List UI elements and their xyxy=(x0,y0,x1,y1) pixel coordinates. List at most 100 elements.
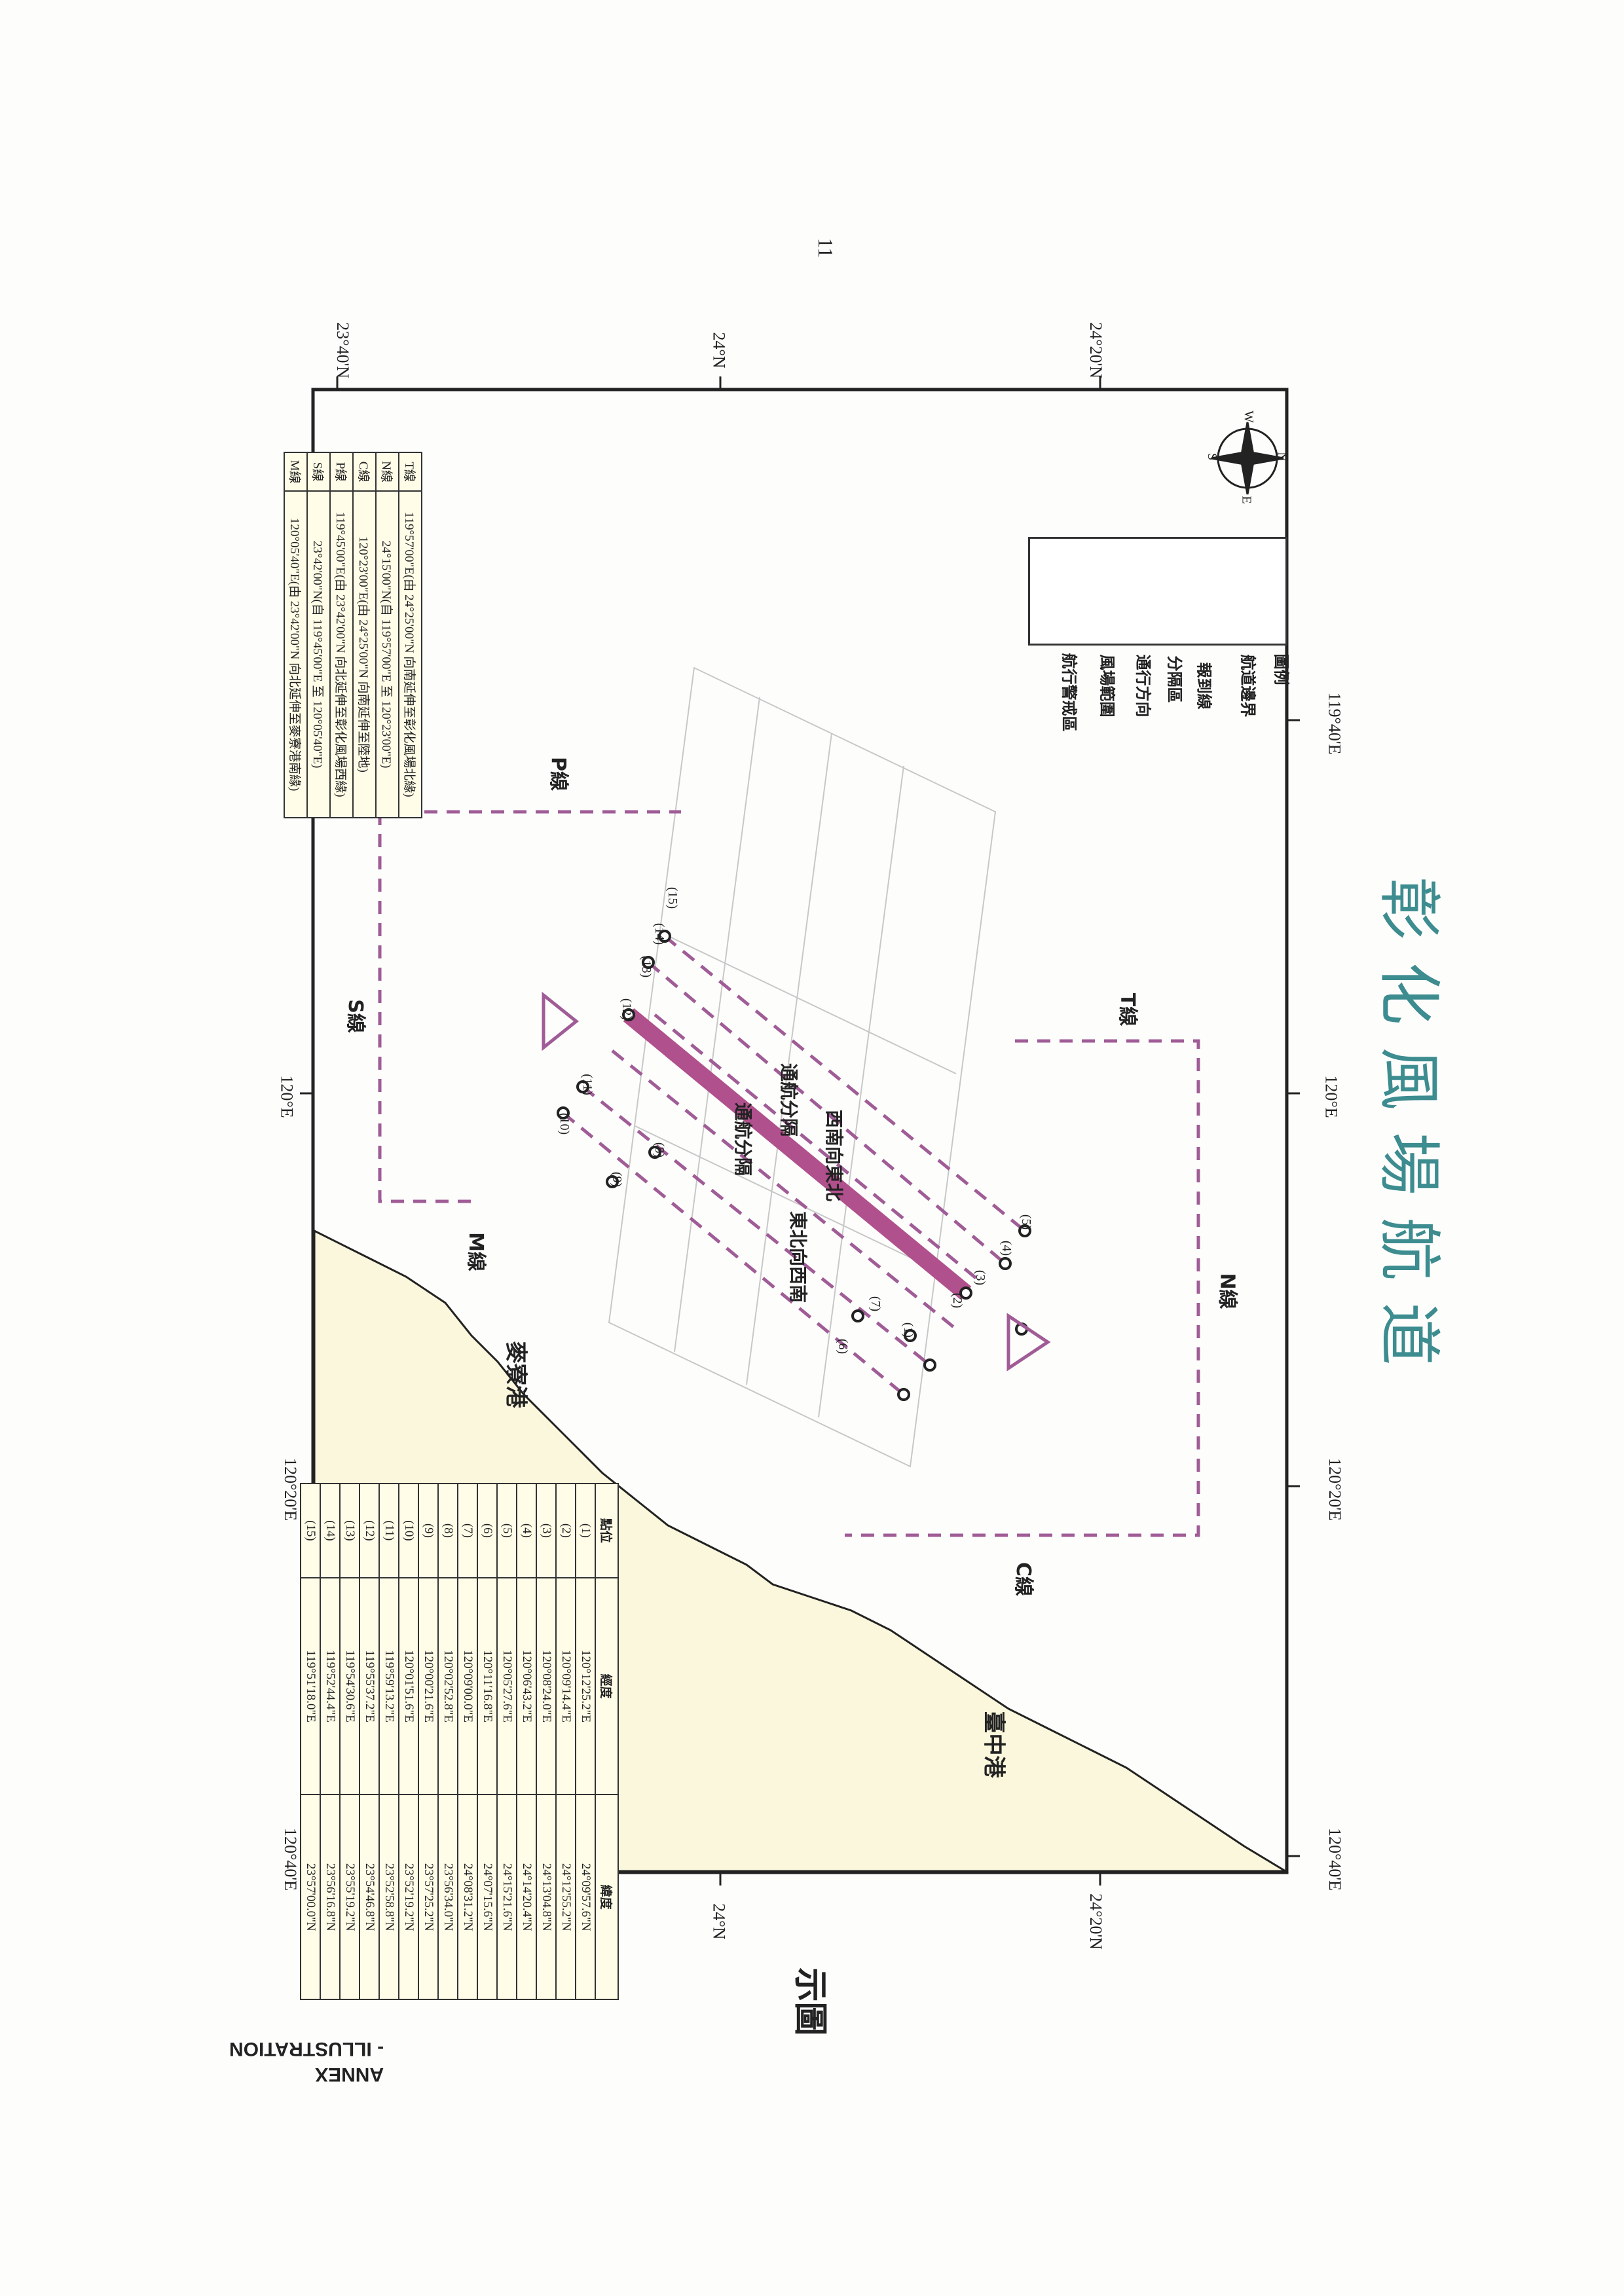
point-label-2: (2) xyxy=(950,1292,965,1309)
lon-label-right-2: 120°E xyxy=(1321,1075,1341,1118)
line-label-m: M線 xyxy=(464,1232,487,1271)
line-name: M線 xyxy=(284,452,307,492)
coord-cell-lat: 24°12'55.2"N xyxy=(556,1795,576,1999)
point-label-6: (6) xyxy=(836,1338,851,1355)
compass-s: S xyxy=(1205,452,1220,461)
line-desc: 119°45'00"E(由 23°42'00"N 向北延伸至彰化風場西緣) xyxy=(330,491,353,818)
coord-cell-lon: 120°01'51.6"E xyxy=(399,1577,418,1795)
line-label-s: S線 xyxy=(343,999,367,1033)
legend-box xyxy=(1028,537,1287,646)
legend-item-4: 通行方向 xyxy=(1134,654,1153,718)
lon-label-right-4: 120°40'E xyxy=(1325,1828,1344,1891)
legend-item-1: 航道邊界 xyxy=(1238,654,1257,718)
lat-label-bottom-2: 24°N xyxy=(709,1903,729,1940)
lat-label-bottom-1: 24°20'N xyxy=(1086,1893,1105,1950)
header-point: 點位 xyxy=(595,1484,618,1578)
coord-cell-point: (1) xyxy=(576,1484,595,1578)
line-desc: 23°42'00"N(自 119°45'00"E 至 120°05'40"E) xyxy=(307,491,330,818)
coord-cell-point: (8) xyxy=(438,1484,458,1578)
coord-cell-lat: 24°09'57.6"N xyxy=(576,1795,595,1999)
compass-w: W xyxy=(1241,410,1256,423)
port-taichung: 臺中港 xyxy=(980,1711,1007,1778)
coord-cell-point: (4) xyxy=(517,1484,536,1578)
line-name: P線 xyxy=(330,452,353,492)
line-name: N線 xyxy=(376,452,399,492)
annex-block: ANNEX - ILLUSTRATION xyxy=(229,2036,384,2087)
lat-label-top-2: 24°N xyxy=(709,332,729,369)
coord-cell-point: (10) xyxy=(399,1484,418,1578)
point-label-1: (1) xyxy=(901,1322,916,1338)
point-label-3: (3) xyxy=(973,1269,988,1286)
legend-item-6: 航行警戒區 xyxy=(1060,653,1079,732)
coord-cell-lat: 24°14'20.4"N xyxy=(517,1795,536,1999)
coord-cell-lat: 24°07'15.6"N xyxy=(477,1795,497,1999)
coord-cell-lat: 23°55'19.2"N xyxy=(340,1795,360,1999)
annex-label-1: ANNEX xyxy=(315,2064,384,2085)
lat-label-top-1: 24°20'N xyxy=(1086,322,1105,378)
figure-label: 示圖 xyxy=(790,1967,830,2036)
route-text-d: 通航分隔 xyxy=(732,1102,754,1176)
point-label-11: (11) xyxy=(580,1074,595,1095)
annex-label-2: - ILLUSTRATION xyxy=(229,2038,384,2060)
coord-cell-lat: 24°13'04.8"N xyxy=(536,1795,556,1999)
coord-cell-lon: 119°51'18.0"E xyxy=(301,1577,320,1795)
line-desc: 24°15'00"N(自 119°57'00"E 至 120°23'00"E) xyxy=(376,491,399,818)
coord-cell-lon: 120°02'52.8"E xyxy=(438,1577,458,1795)
coord-cell-point: (9) xyxy=(418,1484,438,1578)
line-desc: 119°57'00"E(由 24°25'00"N 向南延伸至彰化風場北緣) xyxy=(399,491,422,818)
coord-cell-lat: 24°15'21.6"N xyxy=(497,1795,517,1999)
coord-cell-lon: 120°11'16.8"E xyxy=(477,1577,497,1795)
lon-label-right-3: 120°20'E xyxy=(1325,1458,1344,1521)
route-text-c: 東北向西南 xyxy=(787,1211,809,1303)
coord-cell-point: (3) xyxy=(536,1484,556,1578)
coord-cell-lon: 119°52'44.4"E xyxy=(320,1577,340,1795)
line-desc: 120°23'00"E(由 24°25'00"N 向南延伸至陸地) xyxy=(353,491,376,818)
table-header-row: 點位 經度 緯度 xyxy=(595,1484,618,1999)
coord-cell-point: (14) xyxy=(320,1484,340,1578)
warning-triangle-icon xyxy=(542,991,1051,1372)
route-boundaries xyxy=(562,935,1026,1396)
header-lat: 緯度 xyxy=(595,1795,618,1999)
coord-cell-lat: 23°52'58.8"N xyxy=(379,1795,399,1999)
line-label-p: P線 xyxy=(547,757,570,791)
coord-cell-point: (7) xyxy=(458,1484,477,1578)
map-title: 彰化風場航道 xyxy=(1372,877,1446,1388)
compass-e: E xyxy=(1239,496,1254,504)
waypoints xyxy=(557,930,1031,1401)
coord-cell-point: (12) xyxy=(360,1484,379,1578)
point-label-9: (9) xyxy=(610,1171,625,1188)
wind-farm-grid xyxy=(608,666,997,1468)
lon-label-left-2: 120°E xyxy=(277,1075,297,1118)
lon-label-left-4: 120°40'E xyxy=(280,1828,300,1891)
coord-cell-lat: 23°52'19.2"N xyxy=(399,1795,418,1999)
point-label-5: (5) xyxy=(1019,1214,1034,1230)
legend-title: 圖例 xyxy=(1272,653,1291,685)
coord-cell-point: (5) xyxy=(497,1484,517,1578)
coord-cell-lat: 23°57'25.2"N xyxy=(418,1795,438,1999)
point-label-14: (14) xyxy=(652,922,667,945)
line-name: S線 xyxy=(307,452,330,492)
point-label-8: (8) xyxy=(652,1142,667,1158)
lat-label-top-3: 23°40'N xyxy=(333,322,352,378)
line-label-n: N線 xyxy=(1215,1273,1239,1309)
point-label-7: (7) xyxy=(868,1296,883,1312)
line-label-c: C線 xyxy=(1012,1561,1035,1597)
separation-zone xyxy=(623,1008,972,1300)
